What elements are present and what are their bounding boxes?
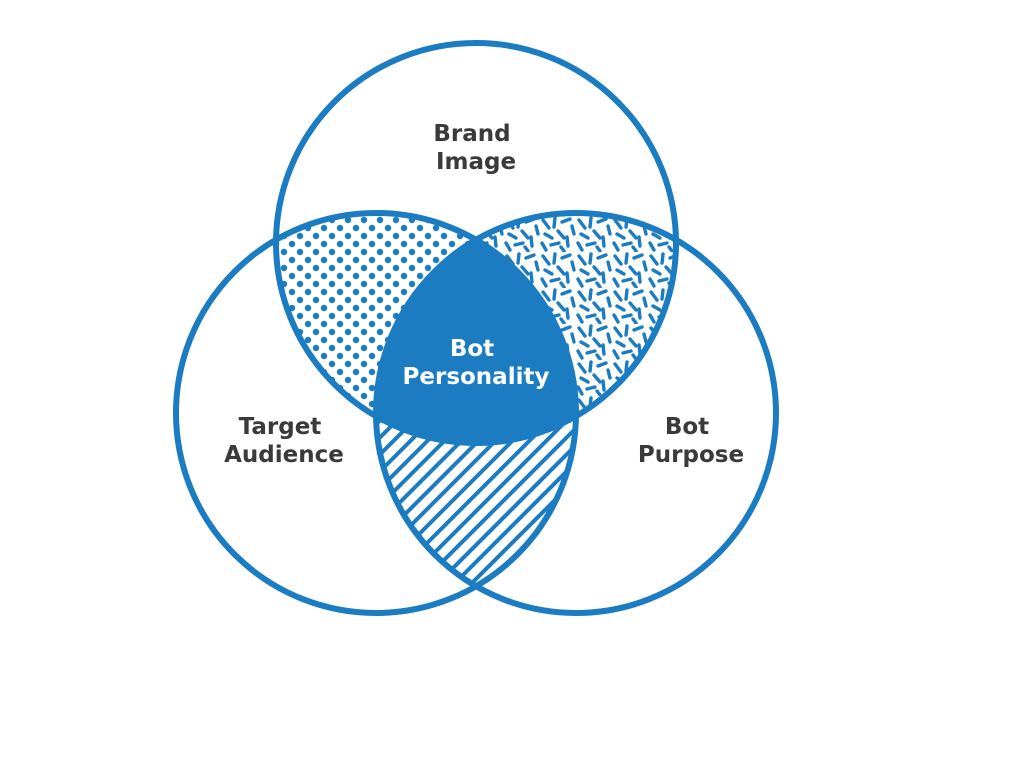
- circle-target-audience: [173, 210, 579, 616]
- label-brand-image: Brand Image: [433, 121, 518, 175]
- label-bot-personality: Bot Personality: [403, 336, 550, 390]
- circle-bot-purpose: [373, 210, 779, 616]
- label-target-audience: Target Audience: [224, 414, 344, 468]
- label-bot-purpose: Bot Purpose: [638, 414, 744, 468]
